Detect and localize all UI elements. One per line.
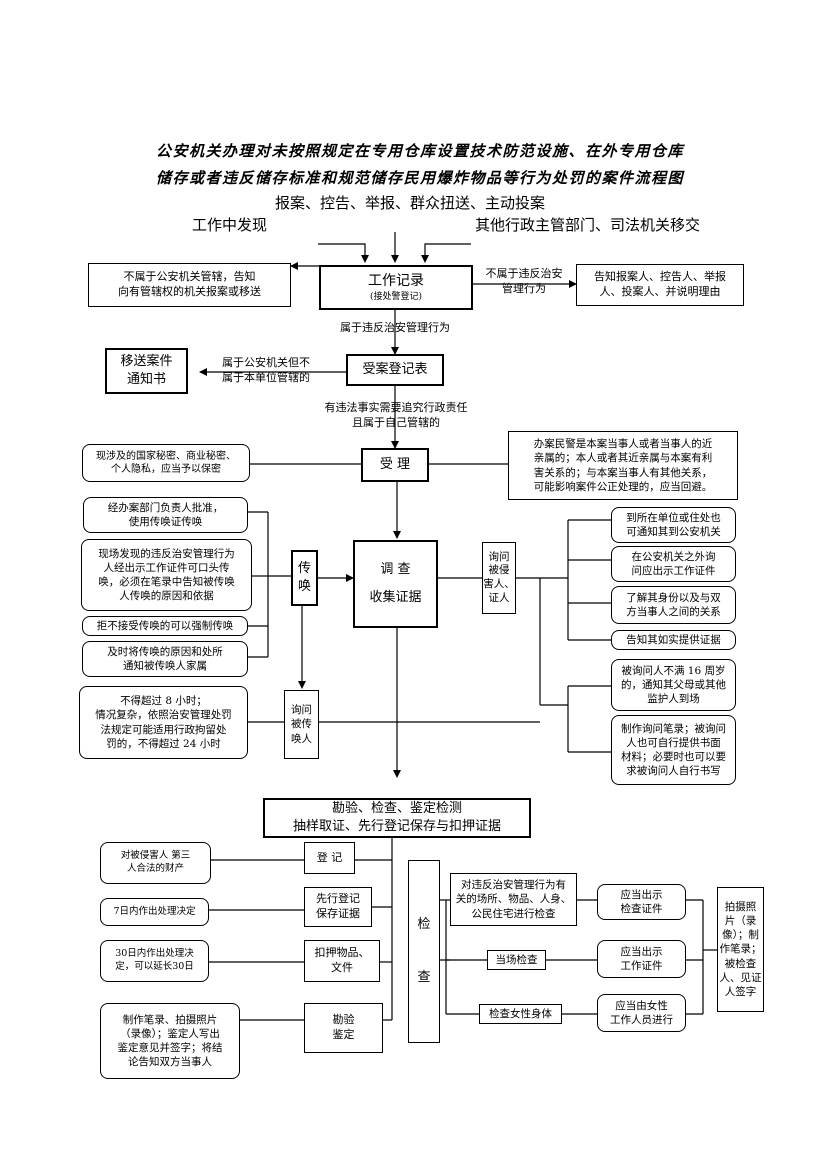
photo-record-sign-note: 拍摄照 片（录 像）；制 作笔录； 被检查 人、见证 人签字 xyxy=(717,887,764,1012)
female-staff-note: 应当由女性 工作人员进行 xyxy=(597,994,686,1032)
investigate-title: 调 查 xyxy=(380,562,411,578)
work-record-title: 工作记录 xyxy=(368,272,424,289)
evidence-subtitle: 抽样取证、先行登记保存与扣押证据 xyxy=(292,819,501,834)
victim-note-truth: 告知其如实提供证据 xyxy=(611,630,736,650)
evidence-title: 勘验、检查、鉴定检测 xyxy=(331,800,462,816)
note-seven-days: 7日内作出处理决定 xyxy=(100,898,209,926)
summon-box: 传 唤 xyxy=(291,550,318,606)
investigate-subtitle: 收集证据 xyxy=(369,590,422,606)
diagram-title-line1: 公安机关办理对未按照规定在专用仓库设置技术防范设施、在外专用仓库 xyxy=(155,142,684,160)
inquiry-transcript-note: 制作询问笔录；被询问 人也可自行提供书面 材料；必要时也可以要 求被询问人自行书… xyxy=(611,715,736,785)
not-police-jurisdiction-box: 不属于公安机关管辖，告知 向有管辖权的机关报案或移送 xyxy=(88,263,291,307)
confidentiality-note: 现涉及的国家秘密、商业秘密、 个人隐私，应当予以保密 xyxy=(82,444,250,482)
minor-guardian-note: 被询问人不满 16 周岁 的，通知其父母或其他 监护人到场 xyxy=(611,659,736,711)
avoidance-note: 办案民警是本案当事人或者当事人的近 亲属的；本人或者其近亲属与本案有利 害关系的… xyxy=(508,431,738,500)
summon-note-oral: 现场发现的违反治安管理行为 人经出示工作证件可口头传 唤，必须在笔录中告知被传唤… xyxy=(81,539,252,611)
victim-note-location: 到所在单位或住处也 可通知其到公安机关 xyxy=(611,507,736,543)
source-right: 其他行政主管部门、司法机关移交 xyxy=(475,216,701,234)
work-record-box: 工作记录 (接处警登记) xyxy=(319,265,473,310)
summoned-person-inquiry-box: 询问 被传 唤人 xyxy=(284,690,319,759)
show-work-cert-note: 应当出示 工作证件 xyxy=(597,940,686,978)
accept-box: 受 理 xyxy=(361,448,429,482)
note-lawful-property: 对被侵害人 第三 人合法的财产 xyxy=(100,842,211,884)
victim-witness-inquiry-box: 询问 被侵 害人、 证人 xyxy=(482,542,516,614)
transfer-notice-box: 移送案件 通知书 xyxy=(105,348,188,394)
is-violation-label: 属于违反治安管理行为 xyxy=(340,321,450,334)
preserve-evidence-action-box: 先行登记 保存证据 xyxy=(304,887,372,927)
investigate-box: 调 查 收集证据 xyxy=(353,540,438,628)
source-left: 工作中发现 xyxy=(192,216,268,234)
inspection-box: 检 查 xyxy=(408,860,440,1043)
not-violation-label: 不属于违反治安 管理行为 xyxy=(485,267,563,295)
summon-note-family: 及时将传唤的原因和处所 通知被传唤人家属 xyxy=(82,641,248,677)
work-record-subtitle: (接处警登记) xyxy=(369,291,423,302)
register-action-box: 登 记 xyxy=(304,842,355,874)
evidence-collection-box: 勘验、检查、鉴定检测 抽样取证、先行登记保存与扣押证据 xyxy=(263,798,531,838)
case-register-box: 受案登记表 xyxy=(346,354,444,386)
victim-note-relation: 了解其身份以及与双 方当事人之间的关系 xyxy=(611,586,736,624)
show-inspection-cert-note: 应当出示 检查证件 xyxy=(597,884,686,920)
on-site-inspection-box: 当场检查 xyxy=(487,950,546,970)
female-body-inspection-box: 检查女性身体 xyxy=(479,1004,562,1024)
inspect-premises-box: 对违反治安管理行为有 关的场所、物品、人身、 公民住宅进行检查 xyxy=(450,873,577,926)
need-responsibility-label: 有违法事实需要追究行政责任 且属于自己管辖的 xyxy=(324,401,468,429)
note-expert-appraisal: 制作笔录、拍摄照片 （录像）；鉴定人写出 鉴定意见并签字；将结 论告知双方当事人 xyxy=(100,1003,240,1079)
diagram-title-line2: 储存或者违反储存标准和规范储存民用爆炸物品等行为处罚的案件流程图 xyxy=(155,169,684,187)
summon-note-forced: 拒不接受传唤的可以强制传唤 xyxy=(82,616,248,636)
source-top: 报案、控告、举报、群众扭送、主动投案 xyxy=(274,194,545,212)
seize-items-action-box: 扣押物品、 文件 xyxy=(304,940,380,982)
victim-note-id: 在公安机关之外询 问应出示工作证件 xyxy=(611,546,736,582)
not-unit-jurisdiction-label: 属于公安机关但不 属于本单位管辖的 xyxy=(222,356,310,384)
summon-note-approval: 经办案部门负责人批准， 使用传唤证传唤 xyxy=(83,497,248,533)
notify-reporter-box: 告知报案人、控告人、举报 人、投案人、并说明理由 xyxy=(576,264,744,306)
note-thirty-days: 30日内作出处理决 定，可以延长30日 xyxy=(100,940,209,982)
inspection-appraisal-action-box: 勘验 鉴定 xyxy=(304,1003,383,1053)
time-limit-note: 不得超过 8 小时； 情况复杂，依照治安管理处罚 法规定可能适用行政拘留处 罚的… xyxy=(79,686,248,759)
